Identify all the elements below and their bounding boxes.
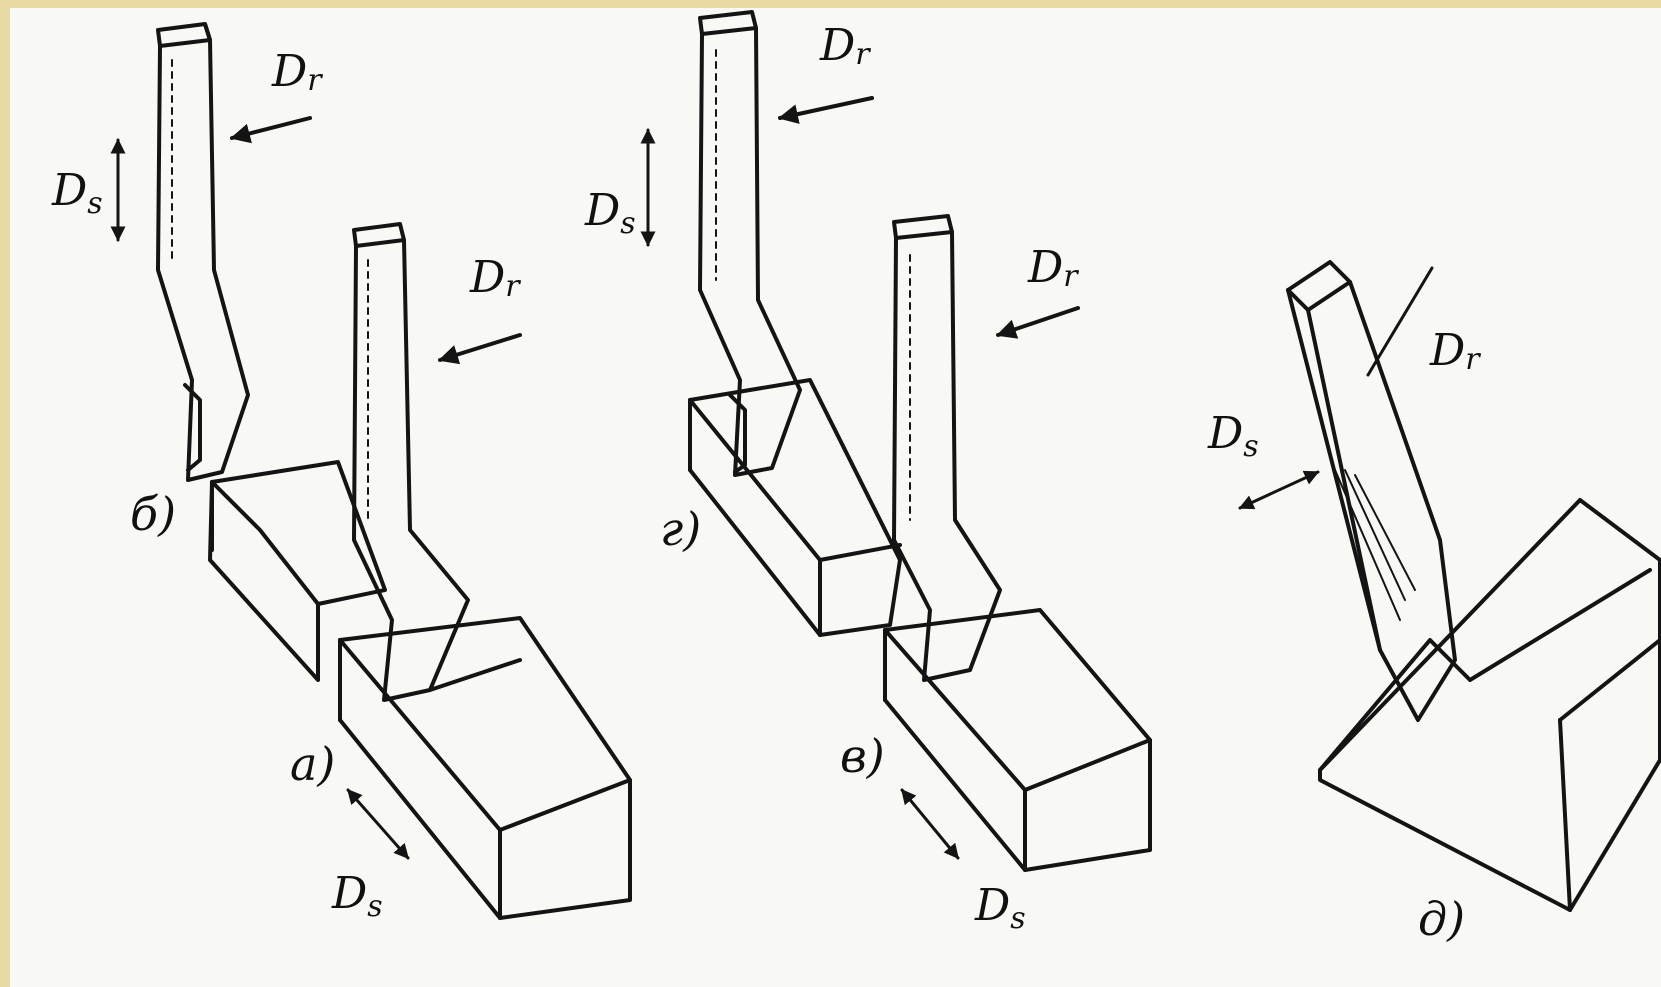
panel-v-workpiece	[883, 608, 1152, 872]
panel-a-workpiece	[338, 616, 632, 920]
arrow-dr-g	[778, 96, 874, 124]
panel-b-tool	[156, 22, 250, 482]
panel-a-tool	[352, 222, 470, 702]
arrow-ds-d	[1238, 470, 1320, 510]
panel-label-a: а)	[290, 737, 335, 791]
label-dr-a: Dr	[469, 252, 521, 304]
panel-d-workpiece	[1318, 498, 1661, 912]
label-dr-v: Dr	[1027, 242, 1079, 294]
arrow-dr-a	[438, 333, 522, 365]
panel-label-g: г)	[660, 502, 701, 556]
arrow-ds-v	[900, 788, 960, 860]
panel-d-tool	[1286, 260, 1457, 722]
arrow-ds-a	[346, 788, 410, 860]
label-ds-b: Ds	[51, 165, 103, 221]
label-ds-g: Ds	[584, 185, 636, 241]
panel-b-workpiece	[208, 460, 387, 682]
arrow-dr-b	[230, 116, 312, 144]
panel-g-tool	[698, 10, 802, 477]
arrow-dr-v	[996, 306, 1080, 339]
label-ds-a: Ds	[331, 868, 383, 924]
panel-g-workpiece	[688, 378, 902, 637]
label-ds-v: Ds	[974, 880, 1026, 936]
panel-label-v: в)	[840, 729, 885, 783]
panel-v-tool	[892, 214, 1002, 682]
line-dr-d	[1366, 266, 1434, 377]
panel-label-b: б)	[130, 487, 176, 541]
label-dr-g: Dr	[819, 20, 871, 72]
label-ds-d: Ds	[1207, 408, 1259, 464]
panel-label-d: д)	[1418, 892, 1465, 946]
label-dr-d: Dr	[1429, 325, 1481, 377]
label-dr-b: Dr	[271, 46, 323, 98]
